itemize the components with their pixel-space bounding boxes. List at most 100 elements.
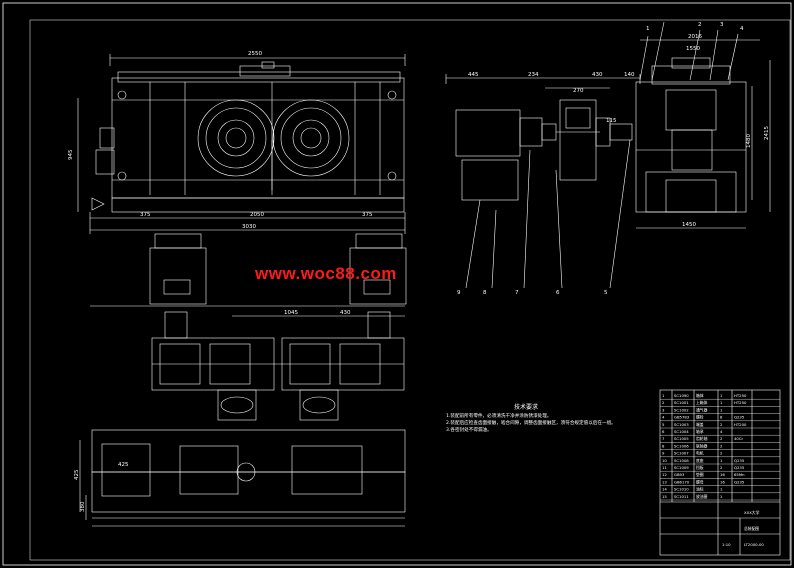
end-dim-inner: 1480 <box>746 134 752 148</box>
plan-dim-top-left: 1045 <box>284 310 298 316</box>
title-block-cell: 油标 <box>696 487 704 492</box>
title-block-cell: HT200 <box>734 422 747 427</box>
title-block-cell: 8 <box>720 415 723 420</box>
title-block-cell: 螺母 <box>696 479 704 484</box>
title-block-cell: Q235 <box>734 415 745 420</box>
title-block-cell: Q235 <box>734 458 745 463</box>
side-dim-3: 430 <box>592 72 603 78</box>
note-line-3: 3.各密封处不得漏油。 <box>446 428 492 433</box>
title-block-cell: 1 <box>720 487 723 492</box>
side-dim-5: 270 <box>573 88 584 94</box>
title-block-cell: 4 <box>662 415 665 420</box>
title-block-cell: 2 <box>720 422 723 427</box>
title-block-cell: 轴承 <box>696 429 704 434</box>
title-block-cell: GB6170 <box>674 479 690 484</box>
note-line-1: 1.装配前所有零件，必须清洗干净并涂防锈漆处理。 <box>446 414 552 419</box>
notes-title: 技术要求 <box>513 404 538 411</box>
title-block-cell: 16 <box>720 472 725 477</box>
drive-motors-upper <box>90 233 407 307</box>
title-block-cell: SC1011 <box>674 494 689 499</box>
title-block-cell: SC1005 <box>674 436 689 441</box>
title-block-drawing-title: 总装配图 <box>744 526 759 531</box>
title-block-cell: 13 <box>662 479 667 484</box>
title-block-cell: SC1010 <box>674 487 689 492</box>
title-block-cell: HT250 <box>734 400 747 405</box>
title-block-cell: 12 <box>662 472 667 477</box>
plan-dim-top-right: 430 <box>340 310 351 316</box>
title-block-cell: 联轴器 <box>696 443 708 448</box>
dim-bottom-left: 375 <box>140 212 151 218</box>
title-block-cell: SC1001 <box>674 400 689 405</box>
title-block-cell: 放油塞 <box>696 494 708 499</box>
title-block-cell: SC1007 <box>674 451 689 456</box>
note-line-2: 2.装配后应检查齿面接触，啮合间隙，调整齿面接触区，须符合规定值以后在一组。 <box>446 421 616 426</box>
plan-dim-height: 425 <box>74 469 80 480</box>
title-block-cell: 2 <box>720 443 723 448</box>
title-block-cell: 3 <box>662 407 665 412</box>
part-no-5: 5 <box>604 290 608 296</box>
title-block-scale: 1:10 <box>722 542 731 547</box>
title-block-cell: 1 <box>720 407 723 412</box>
title-block-cell: 2 <box>720 451 723 456</box>
side-dim-6: 115 <box>606 118 617 124</box>
title-block-cell: 2 <box>720 436 723 441</box>
title-block <box>659 389 781 556</box>
title-block-cell: 1 <box>662 393 665 398</box>
title-block-cell: 通气器 <box>696 407 708 412</box>
watermark-text[interactable]: www.woc88.com <box>255 264 397 283</box>
part-no-7: 7 <box>515 290 519 296</box>
title-block-cell: 电机 <box>696 451 704 456</box>
title-block-cell: 14 <box>662 487 667 492</box>
title-block-cell: 垫圈 <box>696 472 704 477</box>
title-block-cell: SC1003 <box>674 422 689 427</box>
title-block-cell: SC1090 <box>674 393 689 398</box>
dim-bottom-right: 375 <box>362 212 373 218</box>
title-block-cell: 上箱体 <box>696 400 708 405</box>
title-block-cell: 10 <box>662 458 667 463</box>
dimension-labels: 2550 945 375 2050 375 3030 445 234 430 1… <box>68 34 770 512</box>
title-block-cell: 65Mn <box>734 472 745 477</box>
title-block-cell: 7 <box>662 436 665 441</box>
title-block-cell: 8 <box>662 443 665 448</box>
title-block-cell: Q235 <box>734 479 745 484</box>
title-block-cell: 5 <box>662 422 665 427</box>
title-block-cell: 齿轮轴 <box>696 436 708 441</box>
title-block-cell: GB93 <box>674 472 685 477</box>
title-block-cell: 15 <box>662 494 667 499</box>
part-no-3: 3 <box>720 22 724 28</box>
title-block-cell: 9 <box>662 451 665 456</box>
title-block-cell: 4 <box>720 429 723 434</box>
plan-dim-inner-box: 425 <box>118 462 129 468</box>
part-no-8: 8 <box>483 290 487 296</box>
end-dim-top: 2016 <box>688 34 702 40</box>
leader-lines <box>465 139 631 289</box>
title-block-cell: 2 <box>720 465 723 470</box>
title-block-cell: 1 <box>720 458 723 463</box>
title-block-cell: SC1008 <box>674 458 689 463</box>
side-elevation-view <box>445 74 641 201</box>
title-block-cell: SC1002 <box>674 407 689 412</box>
part-no-1: 1 <box>646 26 650 32</box>
side-dim-1: 445 <box>468 72 479 78</box>
title-block-cell: 2 <box>662 400 665 405</box>
part-no-2: 2 <box>698 22 702 28</box>
title-block-cell: SC1009 <box>674 465 689 470</box>
title-block-drawing-no: LT2000-00 <box>744 542 764 547</box>
dim-height-left: 945 <box>68 149 74 160</box>
dim-overall-bottom: 3030 <box>242 224 256 230</box>
end-dim-sub: 1550 <box>686 46 700 52</box>
title-block-cell: 箱体 <box>696 393 704 398</box>
dim-bottom-mid: 2050 <box>250 212 264 218</box>
side-dim-4: 140 <box>624 72 635 78</box>
title-block-cell: 6 <box>662 429 665 434</box>
title-block-cell: 40Cr <box>734 436 743 441</box>
end-elevation-view <box>635 21 771 229</box>
title-block-cell: 1 <box>720 494 723 499</box>
title-block-rows <box>660 399 780 501</box>
title-block-cell: 螺栓 <box>696 415 704 420</box>
title-block-cell: 底座 <box>696 458 704 463</box>
end-dim-side: 2415 <box>764 126 770 140</box>
part-numbers: 1 2 3 4 9 8 7 6 5 <box>457 22 744 296</box>
